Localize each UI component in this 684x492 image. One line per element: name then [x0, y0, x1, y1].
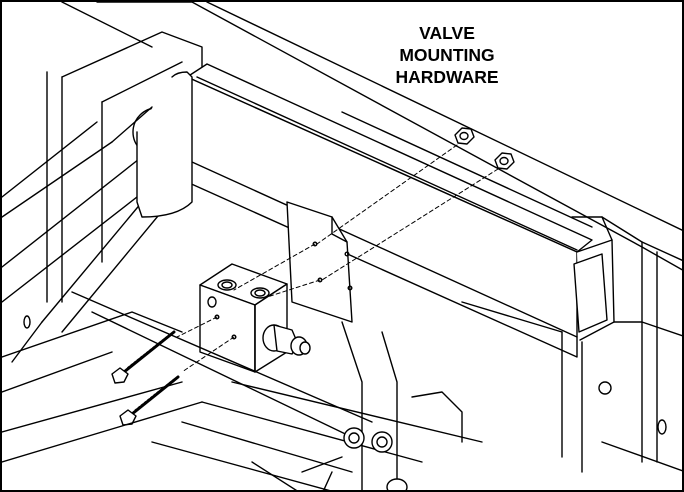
- background-tube: [61, 2, 682, 271]
- square-tube: [186, 63, 615, 358]
- valve-fitting: [262, 324, 311, 356]
- lower-pivot: [301, 321, 463, 490]
- bolt-1: [111, 330, 176, 384]
- lower-slats: [71, 291, 483, 490]
- valve-block: [199, 263, 288, 373]
- title-line-1: VALVE: [419, 23, 475, 43]
- diagram-title: VALVE MOUNTING HARDWARE: [347, 22, 547, 88]
- alignment-lines: [176, 144, 499, 373]
- lower-beam: [2, 311, 203, 463]
- bolt-2: [119, 375, 180, 426]
- left-plates: [46, 31, 203, 303]
- tube-end-cap: [136, 71, 193, 218]
- title-line-3: HARDWARE: [395, 67, 499, 87]
- right-frame: [461, 216, 682, 473]
- title-line-2: MOUNTING: [399, 45, 495, 65]
- hex-nut-2: [494, 152, 515, 170]
- mounting-plate: [286, 201, 353, 323]
- hex-nut-1: [454, 127, 475, 145]
